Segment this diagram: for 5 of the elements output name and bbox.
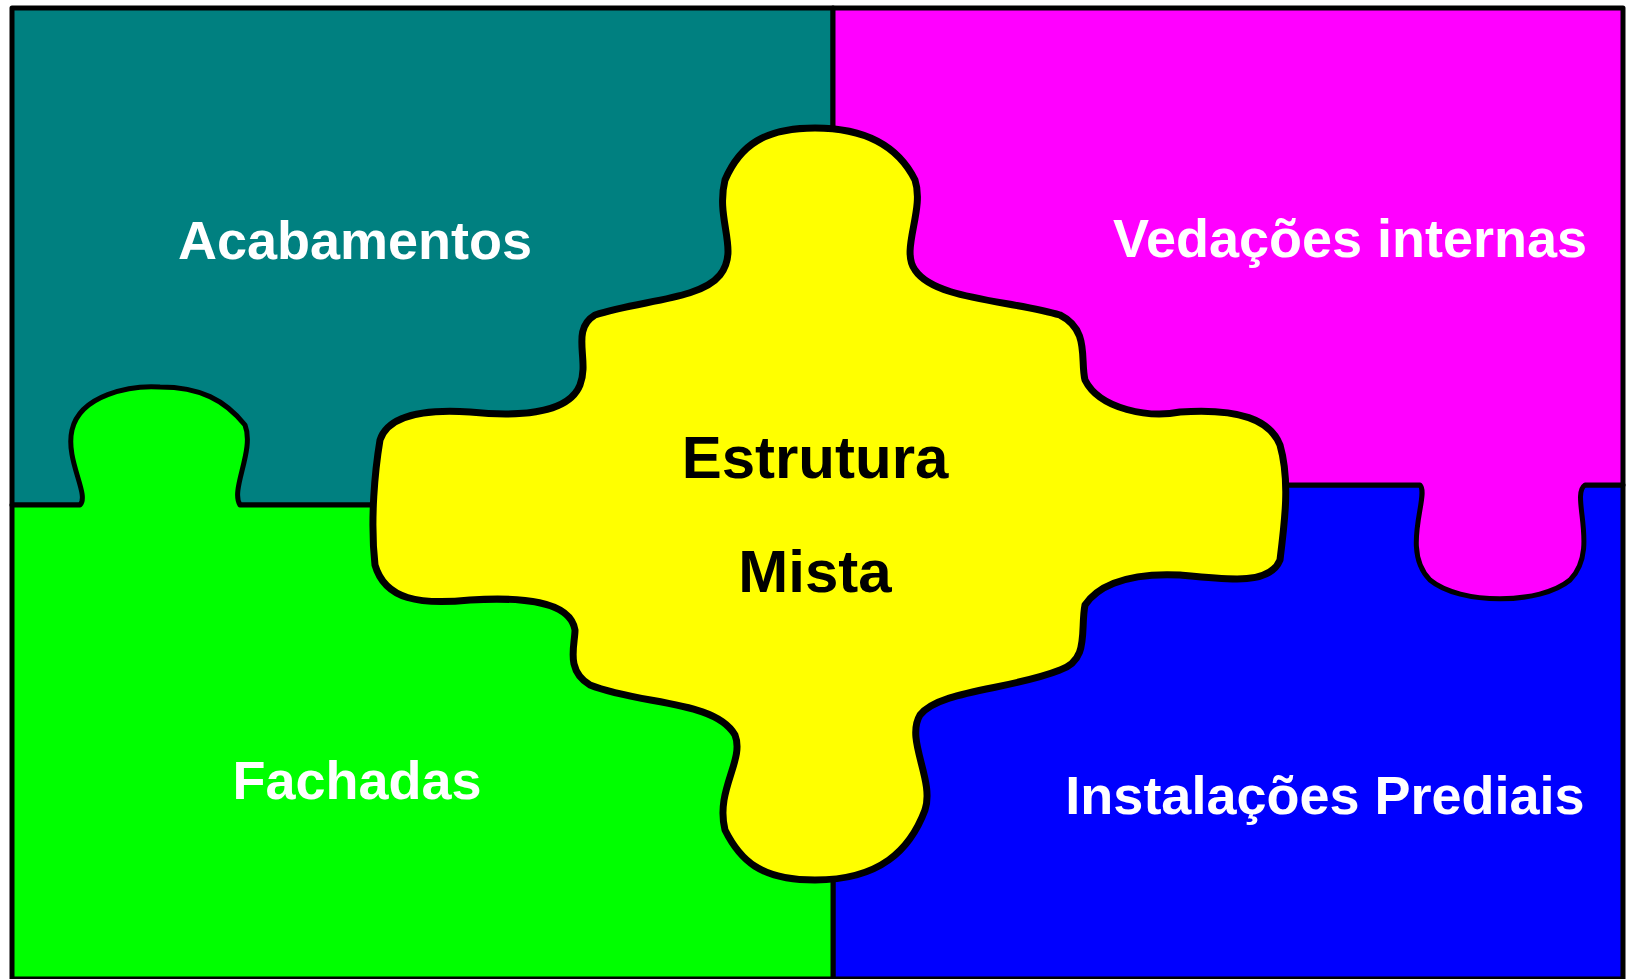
piece-label: Instalações Prediais (1065, 764, 1585, 826)
piece-label: Vedações internas (1112, 207, 1588, 269)
piece-label: Estrutura Mista (680, 423, 950, 607)
piece-label: Fachadas (232, 749, 482, 811)
piece-label: Acabamentos (177, 209, 533, 271)
